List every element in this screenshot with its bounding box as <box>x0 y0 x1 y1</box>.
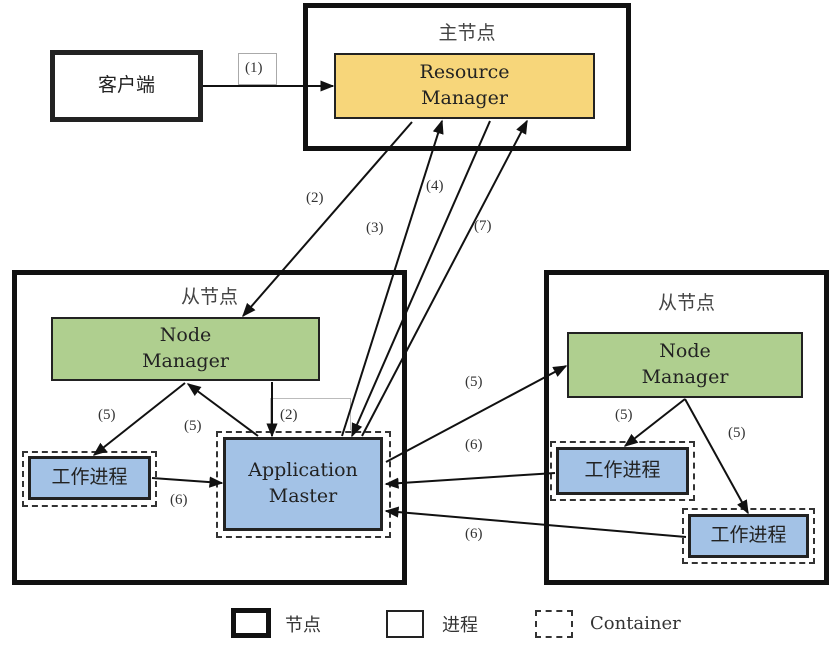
worker-right-2: 工作进程 <box>688 514 809 558</box>
legend-container-label: Container <box>590 613 681 634</box>
step-label-7: (7) <box>474 218 492 234</box>
arrow-step6-right1-am <box>384 472 556 489</box>
step-label-2: (2) <box>306 190 324 206</box>
resource-manager-line1: Resource <box>419 61 510 84</box>
node-manager-left-line1: Node <box>159 324 212 347</box>
slave-node-right-title: 从节点 <box>657 292 715 314</box>
container-worker-right-1 <box>550 441 695 501</box>
worker-left-label: 工作进程 <box>51 466 128 489</box>
client-box: 客户端 <box>50 50 203 122</box>
arrow-step4 <box>351 120 491 438</box>
step-label-5-left-b: (5) <box>184 418 202 434</box>
arrow-step2 <box>242 121 413 318</box>
worker-left: 工作进程 <box>28 456 151 500</box>
step1-frame <box>238 53 277 85</box>
step-label-2b: (2) <box>280 407 298 423</box>
arrow-step7 <box>361 119 528 437</box>
step-label-5-right-b: (5) <box>728 425 746 441</box>
node-manager-left: Node Manager <box>51 317 320 381</box>
node-manager-right: Node Manager <box>567 332 803 398</box>
slave-node-left-title: 从节点 <box>180 286 238 308</box>
step-label-3: (3) <box>366 220 384 236</box>
step-label-1: (1) <box>245 60 263 76</box>
step-label-6-right-a: (6) <box>465 437 483 453</box>
step-label-5-left-a: (5) <box>98 407 116 423</box>
node-manager-right-line1: Node <box>659 340 711 363</box>
arrow-step3 <box>341 119 444 437</box>
arrow-step5-nmr-worker2 <box>684 398 749 515</box>
legend-process-label: 进程 <box>442 615 478 636</box>
worker-right-1-label: 工作进程 <box>584 459 661 482</box>
legend-node-label: 节点 <box>285 615 321 636</box>
arrow-step6-right2-am <box>384 506 687 538</box>
client-label: 客户端 <box>97 74 155 97</box>
legend-node-swatch <box>231 608 271 638</box>
step2b-frame <box>270 398 351 430</box>
step-label-6-left: (6) <box>170 492 188 508</box>
arrow-step5-am-nm-right <box>385 365 568 463</box>
step-label-5-right-a: (5) <box>615 407 633 423</box>
arrow-step5-nmr-worker1 <box>623 398 686 447</box>
step-label-5-cross: (5) <box>465 374 483 390</box>
application-master-line1: Application <box>248 459 358 482</box>
arrow-step5-am-nm <box>186 383 259 437</box>
master-node-title: 主节点 <box>438 22 496 44</box>
application-master: Application Master <box>223 437 383 531</box>
worker-right-2-label: 工作进程 <box>710 524 787 547</box>
node-manager-left-line2: Manager <box>142 350 229 372</box>
resource-manager-line2: Manager <box>421 87 508 109</box>
arrow-step6-worker-am <box>151 476 224 488</box>
worker-right-1: 工作进程 <box>556 447 689 495</box>
node-manager-right-line2: Manager <box>641 366 729 388</box>
arrow-step5-nm-worker <box>92 382 186 456</box>
legend-process-swatch <box>386 610 424 638</box>
step-label-4: (4) <box>426 178 444 194</box>
application-master-line2: Master <box>268 485 338 507</box>
resource-manager: Resource Manager <box>334 53 595 119</box>
step-label-6-right-b: (6) <box>465 526 483 542</box>
legend-container-swatch <box>535 610 573 638</box>
